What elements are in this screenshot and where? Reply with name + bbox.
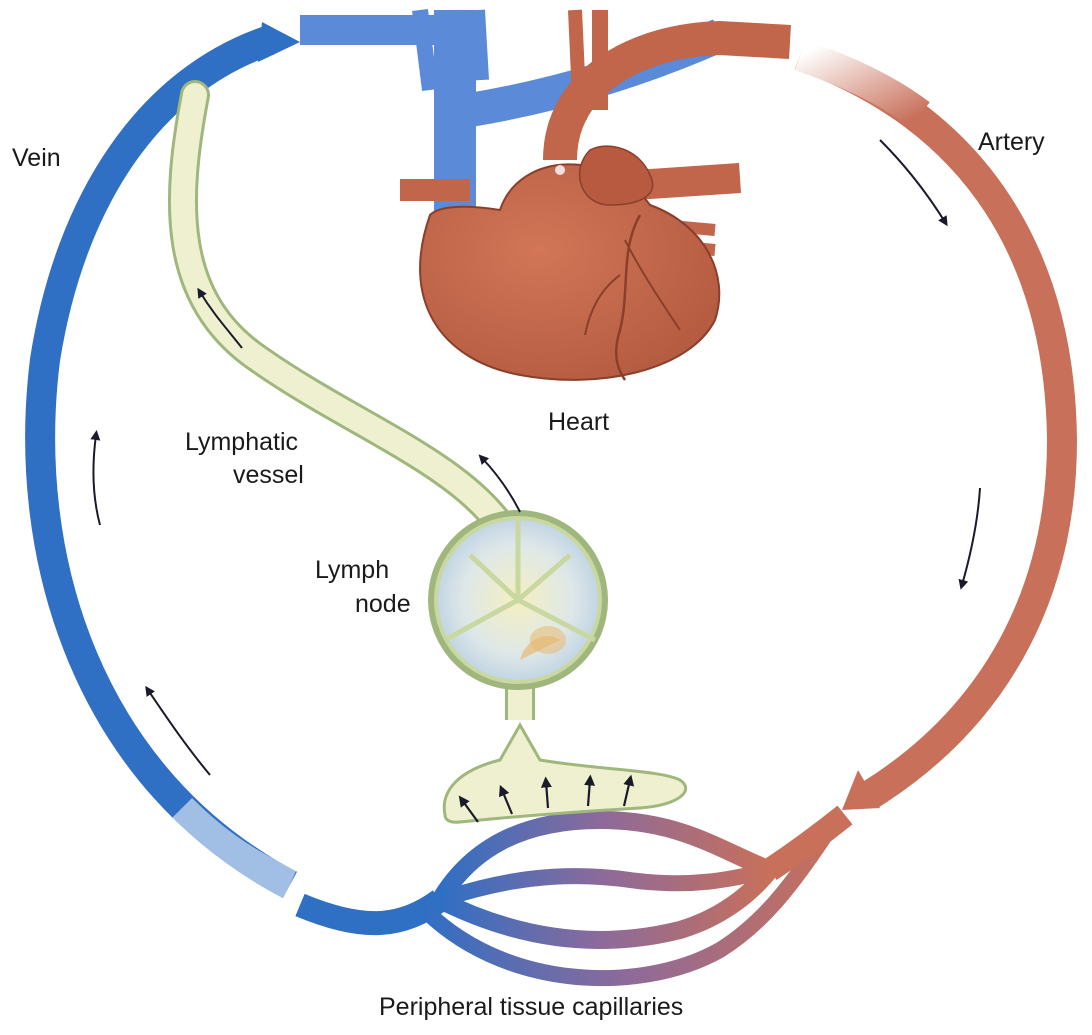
lymph-node-label-line2: node [355,590,411,618]
lymphatic-vessel-label-line1: Lymphatic [185,428,298,456]
lymph-node-label-line1: Lymph [315,556,389,584]
artery-label: Artery [978,128,1045,156]
capillary-bed [300,815,845,978]
artery-loop [800,55,1062,810]
lymph-node [428,510,608,690]
vein-label: Vein [12,144,61,172]
heart-label: Heart [548,408,609,436]
lymphatic-vessel-label-line2: vessel [233,461,304,489]
vein-arrowhead [258,22,300,62]
capillaries-label: Peripheral tissue capillaries [379,993,683,1021]
vein-flow-arrow-1 [93,435,100,525]
heart [300,10,790,380]
artery-flow-arrow-2 [962,488,980,585]
